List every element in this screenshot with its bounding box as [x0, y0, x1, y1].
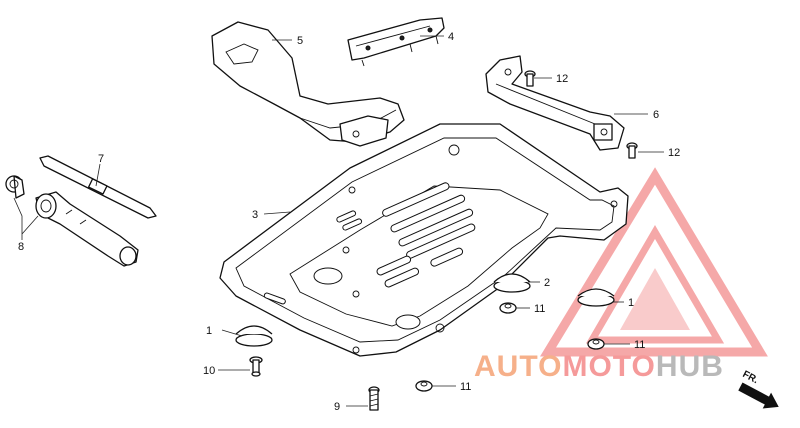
part-small-bolt — [524, 70, 638, 159]
callout-1-left: 1 — [206, 325, 212, 337]
svg-text:AUTOMOTOHUB: AUTOMOTOHUB — [474, 350, 724, 383]
callout-12-right: 12 — [668, 147, 680, 159]
callout-2: 2 — [544, 277, 550, 289]
watermark-moto: MOTO — [562, 350, 655, 383]
part-grommet-2 — [493, 273, 531, 293]
tray-slots — [263, 182, 476, 305]
arrow-right-icon — [738, 382, 779, 409]
part-under-tray — [219, 123, 629, 357]
callout-11-right: 11 — [634, 339, 645, 351]
part-socket-wrench — [5, 175, 139, 267]
watermark-logo — [539, 167, 768, 357]
callout-12-top: 12 — [556, 73, 568, 85]
callout-6: 6 — [653, 109, 659, 121]
part-bracket-plate — [211, 21, 405, 147]
leader-lines — [13, 35, 664, 407]
callout-9: 9 — [334, 401, 340, 413]
callout-5: 5 — [297, 35, 303, 47]
callout-7: 7 — [98, 153, 104, 165]
callout-1-right: 1 — [628, 297, 634, 309]
watermark-auto: AUTO — [474, 350, 562, 383]
callout-10: 10 — [203, 365, 215, 377]
part-grommet — [235, 288, 615, 347]
front-direction-marker: FR. — [738, 369, 779, 409]
watermark-text: AUTOMOTOHUB — [474, 350, 724, 383]
part-long-stay — [485, 55, 625, 151]
part-stay-bracket — [347, 17, 445, 67]
part-nut — [415, 302, 605, 392]
callout-3: 3 — [252, 209, 258, 221]
callout-11-bottom: 11 — [460, 381, 471, 393]
part-bolt — [368, 386, 380, 411]
part-flange-bolt — [249, 356, 263, 377]
callout-labels: 5 4 12 6 12 7 8 3 1 1 2 11 11 11 10 9 — [18, 31, 680, 413]
part-screwdriver — [39, 155, 157, 219]
callout-8: 8 — [18, 241, 24, 253]
callout-11-top: 11 — [534, 303, 545, 315]
callout-4: 4 — [448, 31, 454, 43]
watermark-hub: HUB — [656, 350, 724, 383]
